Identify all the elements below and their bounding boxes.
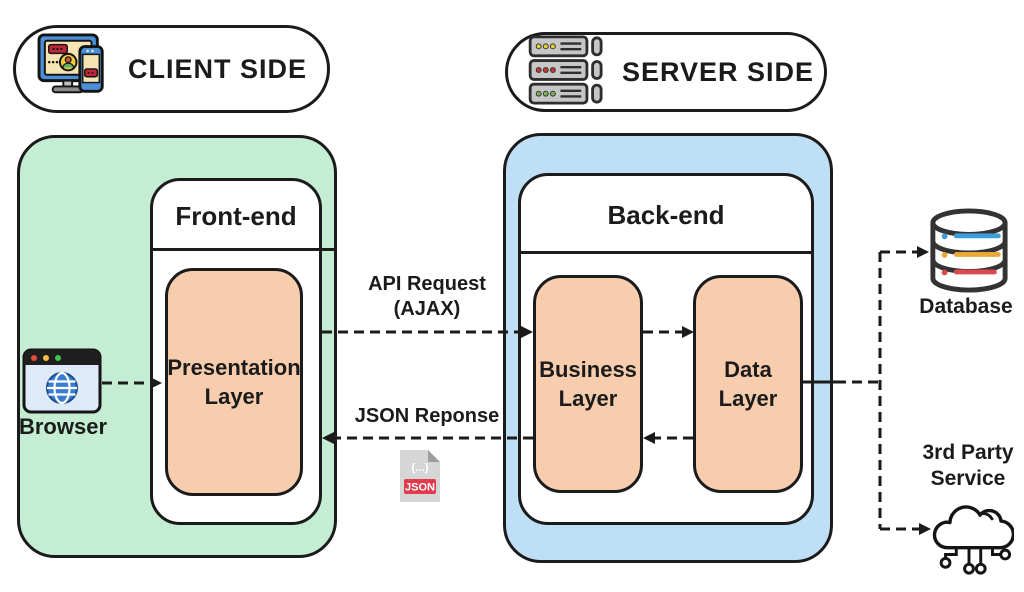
server-side-label: SERVER SIDE	[622, 56, 815, 87]
presentation-layer-label: Presentation Layer	[167, 355, 301, 409]
json-badge-label: JSON	[405, 482, 435, 494]
presentation-layer-box: Presentation Layer	[165, 268, 303, 496]
cloud-circuit-icon	[924, 486, 1016, 585]
json-file-icon: {...} JSON	[397, 448, 443, 509]
third-party-label: 3rd Party Service	[922, 441, 1014, 490]
server-stack-icon	[528, 34, 608, 110]
business-layer-box: Business Layer	[533, 275, 643, 493]
data-layer-box: Data Layer	[693, 275, 803, 493]
json-response-label: JSON Reponse	[354, 405, 500, 427]
api-request-line2: (AJAX)	[393, 298, 461, 320]
client-devices-icon	[36, 32, 114, 107]
data-layer-label: Data Layer	[718, 357, 778, 411]
database-label: Database	[919, 295, 1013, 318]
browser-label: Browser	[18, 414, 108, 439]
browser-icon	[22, 348, 102, 419]
json-glyph: {...}	[411, 462, 429, 474]
frontend-title: Front-end	[175, 200, 297, 231]
frontend-title-divider	[150, 248, 337, 251]
client-side-pill: CLIENT SIDE	[13, 25, 330, 113]
business-layer-label: Business Layer	[539, 357, 637, 411]
backend-title: Back-end	[607, 199, 725, 230]
server-side-pill: SERVER SIDE	[505, 32, 827, 112]
api-request-line1: API Request	[368, 273, 486, 295]
database-icon	[928, 208, 1010, 299]
client-side-label: CLIENT SIDE	[128, 53, 308, 84]
api-request-label: API Request (AJAX)	[327, 272, 527, 322]
backend-title-divider	[519, 251, 813, 254]
